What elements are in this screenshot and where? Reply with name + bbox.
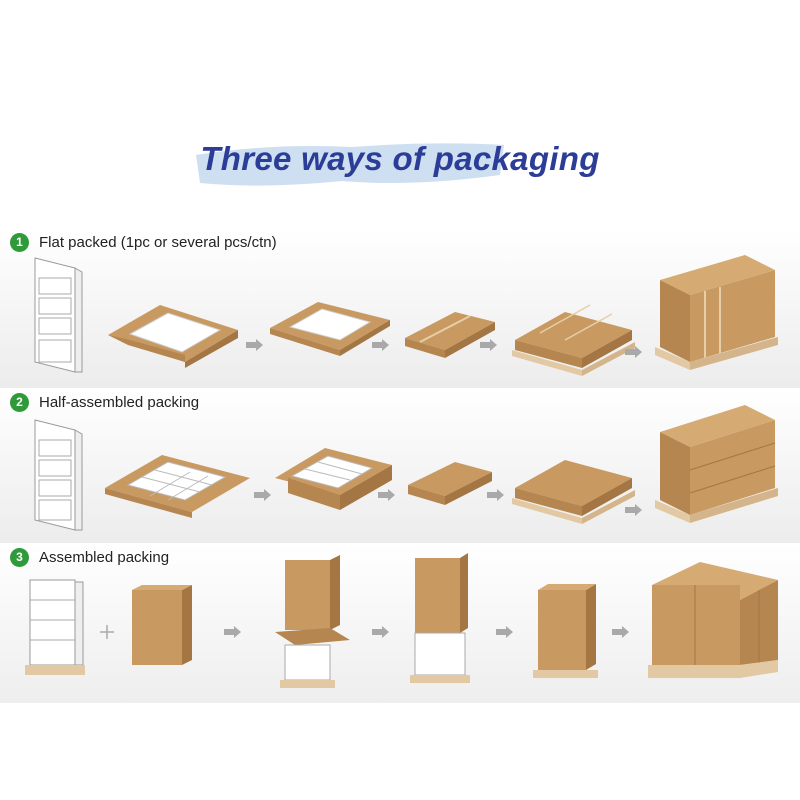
flat-carton-icon [533,584,598,678]
stacked-pallet-icon [655,405,778,523]
step-badge-2: 2 [10,392,29,412]
open-carton-icon [108,305,238,368]
arrow-right-icon [612,626,629,638]
row-1-header: 1 Flat packed (1pc or several pcs/ctn) [10,231,277,253]
arrow-right-icon [246,339,263,351]
arrow-right-icon [224,626,241,638]
pallet-icon [512,304,635,376]
row-2-label: Half-assembled packing [39,393,200,411]
open-carton-icon [105,455,250,518]
brush-stroke [196,143,504,186]
display-stand-icon [25,579,85,675]
flat-carton-icon [405,312,495,358]
arrow-right-icon [480,339,497,351]
open-carton-icon [275,555,350,688]
plus-icon [100,625,114,639]
flat-carton-icon [132,585,192,665]
flat-carton-icon [408,462,492,505]
folded-carton-icon [410,553,470,683]
row-1-label: Flat packed (1pc or several pcs/ctn) [39,233,277,251]
pallet-icon [512,460,635,524]
step-badge-1: 1 [10,232,29,252]
row-2-header: 2 Half-assembled packing [10,391,199,413]
open-carton-icon [275,448,392,510]
arrow-right-icon [254,489,271,501]
folded-carton-icon [270,302,390,356]
row-3-label: Assembled packing [39,548,170,566]
stacked-pallet-icon [655,255,778,370]
arrow-right-icon [487,489,504,501]
stacked-pallet-icon [648,562,778,678]
step-badge-3: 3 [10,547,29,567]
display-stand-icon [34,419,83,531]
arrow-right-icon [496,626,513,638]
arrow-right-icon [372,339,389,351]
page-title: Three ways of packaging [200,140,600,177]
display-stand-icon [34,257,83,373]
arrow-right-icon [372,626,389,638]
arrow-right-icon [625,504,642,516]
row-3-header: 3 Assembled packing [10,546,169,568]
arrow-right-icon [378,489,395,501]
